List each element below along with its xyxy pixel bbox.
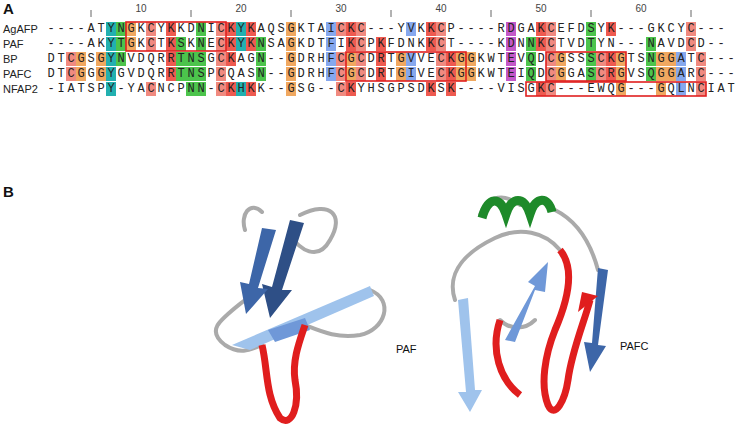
beta-strand: [458, 298, 482, 412]
sequence-name: NFAP2: [3, 82, 38, 96]
structure-label: PAF: [396, 343, 417, 355]
ruler-number: 50: [535, 3, 546, 14]
strand-arrowhead: [578, 292, 598, 312]
ruler-tick: [591, 10, 592, 17]
aligned-sequence: -IATSPY-YACNCPNN-CKHKK--GSG--CKYHSGPSDKS…: [47, 82, 737, 96]
aligned-sequence: ----ATYNGKCYKKDNICKYKAQSGKTAICKC---YVKKC…: [47, 22, 727, 36]
ruler-tick: [291, 10, 292, 17]
ruler-tick: [91, 10, 92, 17]
ruler-number: 30: [335, 3, 346, 14]
panel-letter: B: [3, 183, 14, 200]
panel-letter: A: [3, 0, 14, 17]
red-strand: [496, 320, 520, 395]
ruler-tick: [691, 10, 692, 17]
beta-strand: [240, 228, 276, 314]
aligned-sequence: DTCGGGYGVDQRRTNSPCQASN--GDRHFCGCDRTGIVEC…: [47, 67, 737, 81]
ruler-number: 10: [135, 3, 146, 14]
red-strand: [544, 250, 590, 410]
beta-strand: [505, 262, 548, 342]
red-hairpin: [262, 325, 305, 420]
alpha-helix: [482, 200, 552, 218]
aligned-sequence: ----AKYTGKCTKSKNECKYKNSAGKDTFIKCPKFDNKKC…: [47, 37, 727, 51]
ruler-tick: [191, 10, 192, 17]
ruler-number: 40: [435, 3, 446, 14]
structure-label: PAFC: [620, 340, 649, 352]
ruler-tick: [491, 10, 492, 17]
aligned-sequence: DTCGSGYNVDQRRTNSGCKAGN--GDRHFCGCDRTGVVEC…: [47, 52, 737, 66]
ruler-number: 20: [235, 3, 246, 14]
sequence-name: PAF: [3, 37, 24, 51]
sequence-name: BP: [3, 52, 18, 66]
sequence-name: AgAFP: [3, 22, 38, 36]
ruler-tick: [391, 10, 392, 17]
sequence-name: PAFC: [3, 67, 32, 81]
ruler-number: 60: [635, 3, 646, 14]
